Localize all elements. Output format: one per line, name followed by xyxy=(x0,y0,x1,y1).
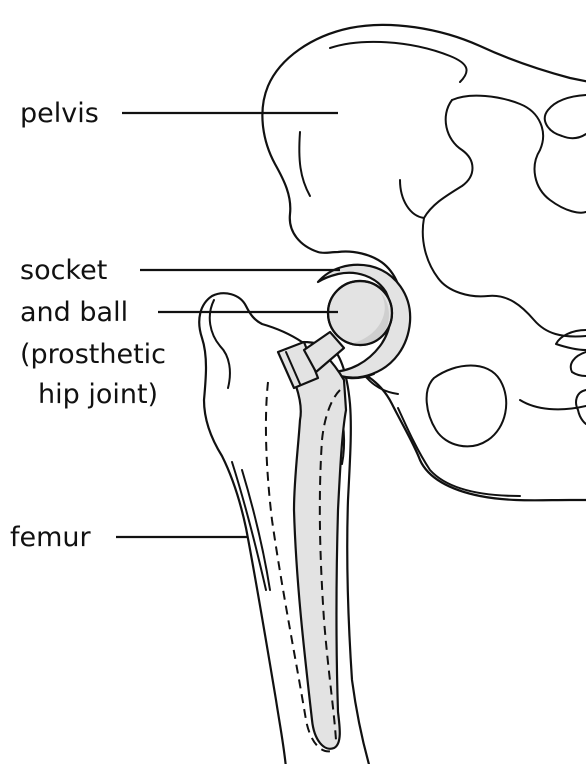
pelvis-label: pelvis xyxy=(20,98,99,129)
socket-label: socket xyxy=(20,255,107,286)
and-ball-label: and ball xyxy=(20,297,128,328)
hip-joint-label: hip joint) xyxy=(38,379,158,410)
femur-label: femur xyxy=(10,522,92,553)
prosthetic-label: (prosthetic xyxy=(20,339,166,370)
